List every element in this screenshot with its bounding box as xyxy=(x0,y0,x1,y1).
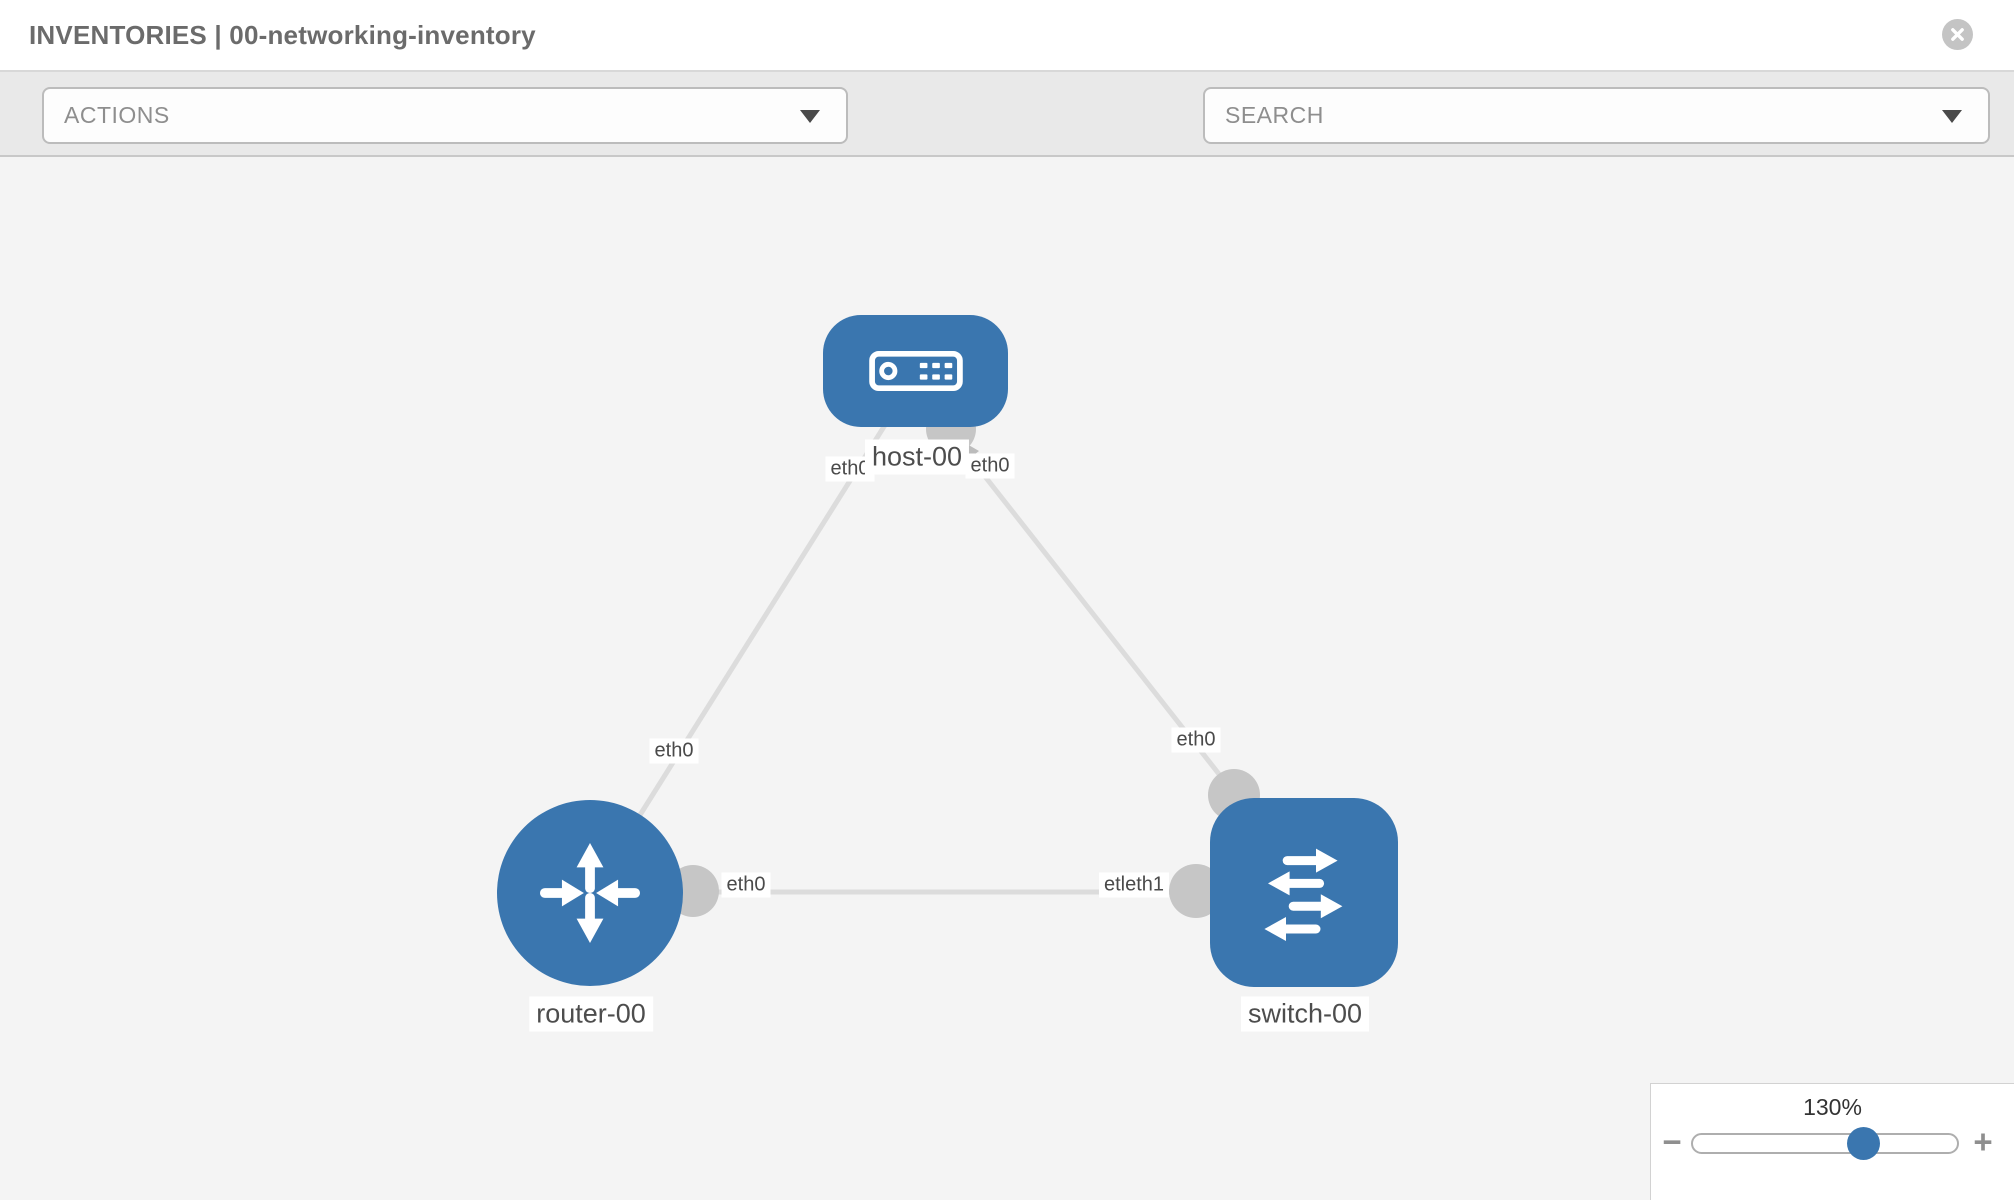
chevron-down-icon xyxy=(800,109,820,123)
iface-label: eth0 xyxy=(649,738,699,764)
actions-dropdown-label: ACTIONS xyxy=(64,102,170,128)
actions-dropdown[interactable]: ACTIONS xyxy=(42,87,848,144)
zoom-out-button[interactable]: − xyxy=(1662,1123,1682,1160)
search-dropdown-label: SEARCH xyxy=(1225,102,1324,128)
host-icon xyxy=(868,350,963,392)
router-icon xyxy=(539,842,641,944)
node-switch-00[interactable] xyxy=(1210,798,1398,987)
node-label-router[interactable]: router-00 xyxy=(529,996,653,1032)
zoom-level-text: 130% xyxy=(1803,1094,1862,1120)
zoom-in-button[interactable]: + xyxy=(1973,1123,1993,1160)
node-label-switch[interactable]: switch-00 xyxy=(1240,996,1370,1032)
header-bar: INVENTORIES | 00-networking-inventory xyxy=(0,0,2014,72)
iface-label: etleth1 xyxy=(1098,872,1170,898)
chevron-down-icon xyxy=(1942,109,1962,123)
iface-label: eth0 xyxy=(1171,727,1221,753)
toolbar: ACTIONS SEARCH xyxy=(0,72,2014,204)
links-layer xyxy=(637,404,1260,918)
search-dropdown[interactable]: SEARCH xyxy=(1203,87,1990,144)
node-label-host[interactable]: host-00 xyxy=(864,439,970,475)
topology-canvas[interactable]: host-00 router-00 switch-00 eth0 eth0 et… xyxy=(0,157,2014,1200)
zoom-panel: 130% − + xyxy=(1650,1083,2014,1200)
iface-label: eth0 xyxy=(965,453,1015,479)
iface-label: eth0 xyxy=(721,872,771,898)
node-router-00[interactable] xyxy=(497,800,683,986)
interface-dot-switch-left[interactable] xyxy=(1169,864,1223,918)
page-title: INVENTORIES | 00-networking-inventory xyxy=(29,19,536,50)
close-button[interactable] xyxy=(1942,19,1973,50)
zoom-slider-thumb[interactable] xyxy=(1847,1127,1880,1160)
close-icon xyxy=(1951,28,1964,41)
switch-icon xyxy=(1264,848,1343,941)
zoom-slider-track[interactable] xyxy=(1691,1133,1959,1154)
node-host-00[interactable] xyxy=(823,315,1008,427)
